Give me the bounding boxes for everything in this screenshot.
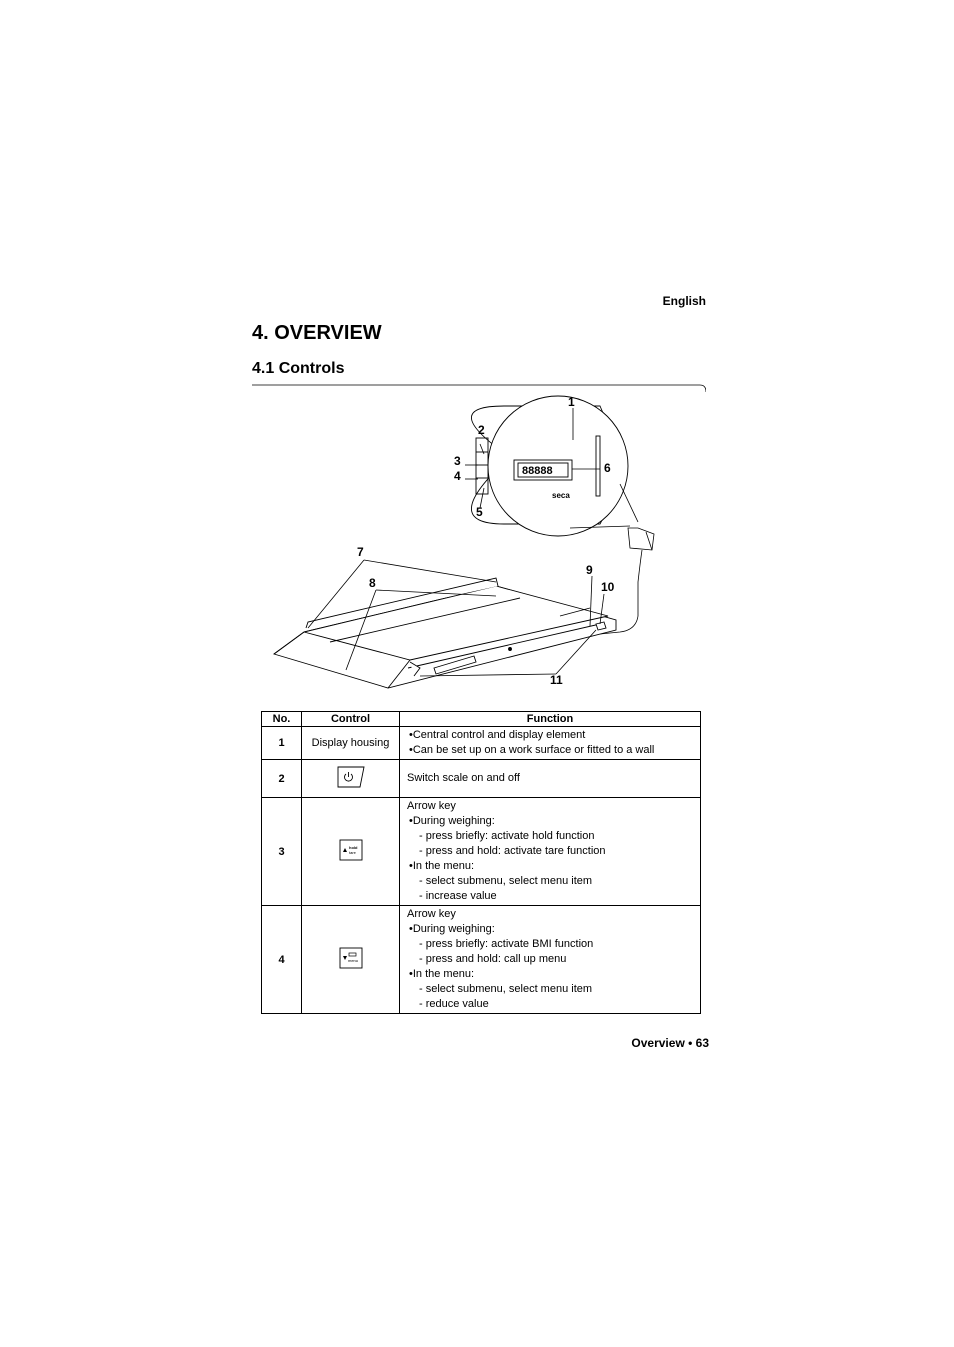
language-label: English	[662, 294, 706, 308]
key-hold-label: hold	[349, 845, 358, 850]
table-header-row: No. Control Function	[261, 711, 701, 727]
function-cell: Central control and display element Can …	[399, 726, 701, 760]
callout-7: 7	[357, 545, 364, 559]
control-cell: menu	[301, 905, 400, 1014]
function-line: Central control and display element	[407, 728, 693, 743]
row-number: 3	[261, 797, 302, 906]
row-number: 2	[261, 759, 302, 798]
callout-10: 10	[601, 580, 615, 594]
section-rule	[252, 384, 706, 393]
callout-6: 6	[604, 461, 611, 475]
function-cell: Arrow key During weighing: press briefly…	[399, 797, 701, 906]
callout-8: 8	[369, 576, 376, 590]
page-footer: Overview • 63	[631, 1036, 709, 1050]
table-row: 2 Switch scale on and off	[261, 759, 701, 798]
subsection-title: 4.1 Controls	[252, 360, 345, 377]
section-title: 4. OVERVIEW	[252, 322, 382, 344]
display-digits: 88888	[522, 465, 553, 477]
row-number: 1	[261, 726, 302, 760]
function-cell: Arrow key During weighing: press briefly…	[399, 905, 701, 1014]
function-subitem: press briefly: activate BMI function	[407, 937, 693, 952]
function-subitem: reduce value	[407, 997, 693, 1012]
function-subitem: press briefly: activate hold function	[407, 829, 693, 844]
control-cell	[301, 759, 400, 798]
control-name: Display housing	[301, 726, 400, 760]
table-row: 1 Display housing Central control and di…	[261, 726, 701, 760]
function-subitem: press and hold: activate tare function	[407, 844, 693, 859]
power-key-icon	[337, 766, 365, 788]
callout-11: 11	[550, 673, 563, 687]
brand-logo: seca	[552, 491, 570, 500]
function-line: Can be set up on a work surface or fitte…	[407, 743, 693, 758]
display-housing-detail	[471, 395, 629, 537]
function-bullet: In the menu:	[407, 967, 693, 982]
function-bullet: During weighing:	[407, 922, 693, 937]
arrow-down-bmi-menu-key-icon: menu	[339, 947, 362, 969]
callout-3: 3	[454, 454, 461, 468]
scale-illustration: 88888 seca	[273, 395, 655, 689]
function-bullet: In the menu:	[407, 859, 693, 874]
function-subitem: select submenu, select menu item	[407, 874, 693, 889]
function-title: Arrow key	[407, 908, 456, 920]
function-subitem: increase value	[407, 889, 693, 904]
table-row: 4 menu Arrow key During weighing: press …	[261, 905, 701, 1014]
function-bullet: During weighing:	[407, 814, 693, 829]
header-function: Function	[399, 711, 701, 727]
key-tare-label: tare	[349, 850, 357, 855]
function-title: Arrow key	[407, 800, 456, 812]
callout-5: 5	[476, 505, 483, 519]
table-row: 3 hold tare Arrow key During weighing: p…	[261, 797, 701, 906]
function-subitem: press and hold: call up menu	[407, 952, 693, 967]
header-no: No.	[261, 711, 302, 727]
function-cell: Switch scale on and off	[399, 759, 701, 798]
callout-4: 4	[454, 469, 461, 483]
controls-table: No. Control Function 1 Display housing C…	[261, 711, 701, 1014]
header-control: Control	[301, 711, 400, 727]
function-subitem: select submenu, select menu item	[407, 982, 693, 997]
callout-2: 2	[478, 423, 485, 437]
row-number: 4	[261, 905, 302, 1014]
control-cell: hold tare	[301, 797, 400, 906]
callout-1: 1	[568, 395, 575, 409]
weighing-platform	[273, 577, 617, 689]
arrow-up-hold-tare-key-icon: hold tare	[339, 839, 362, 861]
callout-9: 9	[586, 563, 593, 577]
key-menu-label: menu	[348, 958, 358, 963]
